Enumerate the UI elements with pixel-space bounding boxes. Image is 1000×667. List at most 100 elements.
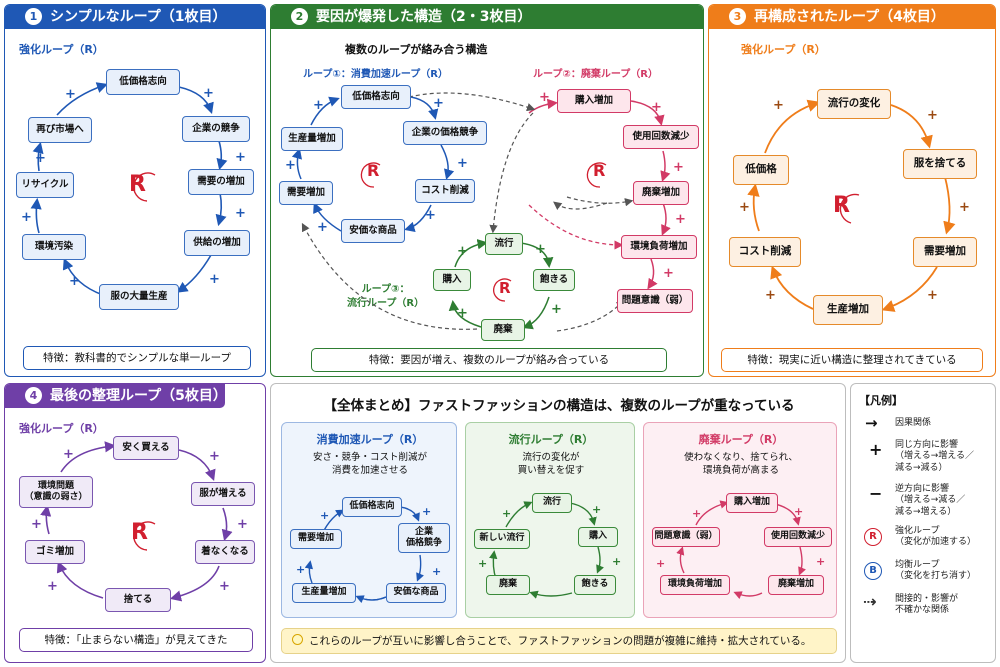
loop-node: 流行: [532, 493, 572, 513]
plus-sign: +: [478, 557, 488, 570]
loop-node: 購入: [578, 527, 618, 547]
loop-node: 問題意識（弱）: [652, 527, 720, 547]
panel-title: 再構成されたループ（4枚目）: [754, 9, 945, 25]
loop-node: 服の大量生産: [99, 284, 179, 310]
loop-node: 再び市場へ: [28, 117, 92, 143]
panel-subtitle: 複数のループが絡み合う構造: [345, 43, 488, 56]
plus-sign: +: [651, 100, 662, 115]
panel-note: 特徴：「止まらない構造」が見えてきた: [19, 628, 253, 652]
plus-sign: +: [692, 507, 702, 520]
loop1-node: 低価格志向: [341, 85, 411, 109]
loop-node: 需要増加: [290, 529, 342, 549]
loop-node: 低価格志向: [342, 497, 402, 517]
plus-sign: +: [320, 509, 330, 522]
summary-footer: これらのループが互いに影響し合うことで、ファストファッションの問題が複雑に維持・…: [281, 628, 837, 654]
card-title: 廃棄ループ（R）: [698, 433, 784, 446]
loop-node: 安く買える: [113, 436, 179, 460]
panel-number: 4: [25, 387, 42, 404]
loop-node: 使用回数減少: [764, 527, 832, 547]
loop-node: 流行の変化: [817, 89, 891, 119]
loop-node: コスト削減: [729, 237, 801, 267]
panel-note: 特徴：要因が増え、複数のループが絡み合っている: [311, 348, 667, 372]
loop-node: ゴミ増加: [25, 540, 85, 564]
plus-sign: +: [219, 579, 230, 594]
plus-sign: +: [235, 150, 246, 165]
loop-type-label: 強化ループ（R）: [19, 422, 104, 435]
plus-sign: +: [794, 505, 804, 518]
arrow-icon: →: [865, 414, 878, 432]
loop2-node: 購入増加: [557, 89, 631, 113]
plus-sign: +: [21, 210, 32, 225]
loop-arrows: [489, 501, 604, 599]
plus-sign: +: [765, 288, 776, 303]
loop-node: 環境問題 （意識の弱さ）: [19, 476, 93, 508]
plus-sign: +: [31, 517, 42, 532]
legend-text: 因果関係: [895, 418, 932, 428]
loop-node: 服を捨てる: [903, 149, 977, 179]
loop-node: 廃棄: [486, 575, 530, 595]
plus-icon: +: [869, 440, 883, 459]
plus-sign: +: [927, 288, 938, 303]
reinforcing-badge: R: [367, 161, 380, 180]
loop-node: 低価格志向: [106, 69, 180, 95]
plus-sign: +: [816, 555, 826, 568]
plus-sign: +: [656, 557, 666, 570]
loop1-node: 企業の価格競争: [403, 121, 487, 145]
plus-sign: +: [457, 244, 468, 259]
legend: 【凡例】 → 因果関係 + 同じ方向に影響 （増える→増える／ 減る→減る） −…: [850, 383, 996, 663]
loop-node: 環境汚染: [22, 234, 86, 260]
plus-sign: +: [235, 206, 246, 221]
plus-sign: +: [425, 208, 436, 223]
loop-arrows: [40, 441, 233, 602]
loop-node: 生産量増加: [292, 583, 356, 603]
loop-node: 環境負荷増加: [660, 575, 730, 595]
plus-sign: +: [739, 200, 750, 215]
plus-sign: +: [317, 220, 328, 235]
plus-sign: +: [457, 156, 468, 171]
legend-title: 【凡例】: [859, 394, 903, 407]
plus-sign: +: [673, 160, 684, 175]
card-description: 安さ・競争・コスト削減が 消費を加速させる: [312, 452, 427, 477]
loop3-node: 流行: [485, 233, 523, 255]
loop-node: 需要増加: [913, 237, 977, 267]
reinforcing-icon: R: [864, 528, 882, 546]
loop3-label: ループ③： 流行ループ（R）: [347, 284, 425, 309]
plus-sign: +: [296, 563, 306, 576]
loop-node: 需要の増加: [188, 169, 254, 195]
loop-node: 安価な商品: [386, 583, 446, 603]
plus-sign: +: [285, 158, 296, 173]
legend-text: 同じ方向に影響 （増える→増える／ 減る→減る）: [895, 440, 975, 473]
loop1-node: コスト削減: [415, 179, 475, 203]
plus-sign: +: [927, 108, 938, 123]
loop1-node: 需要増加: [279, 181, 333, 205]
loop-type-label: 強化ループ（R）: [19, 43, 104, 56]
loop3-node: 廃棄: [481, 319, 525, 341]
loop3-node: 購入: [433, 269, 471, 291]
loop2-node: 問題意識（弱）: [617, 289, 693, 313]
panel-title: シンプルなループ（1枚目）: [50, 9, 227, 25]
reinforcing-badge: R: [129, 172, 146, 197]
plus-sign: +: [47, 579, 58, 594]
loop1-node: 安価な商品: [341, 219, 405, 243]
loop2-node: 環境負荷増加: [621, 235, 697, 259]
loop-node: 企業 価格競争: [398, 523, 450, 553]
reinforcing-badge: R: [833, 193, 850, 218]
reinforcing-badge: R: [499, 279, 511, 297]
card-description: 流行の変化が 買い替えを促す: [517, 452, 585, 477]
plus-sign: +: [432, 565, 442, 578]
loop-node: 新しい流行: [474, 529, 530, 549]
loop3-node: 飽きる: [533, 269, 575, 291]
balancing-icon: B: [864, 562, 882, 580]
plus-sign: +: [612, 555, 622, 568]
loop-type-label: 強化ループ（R）: [741, 43, 826, 56]
plus-sign: +: [313, 98, 324, 113]
dashed-arrow-icon: ⇢: [863, 592, 877, 611]
loop2-node: 廃棄増加: [633, 181, 689, 205]
plus-sign: +: [209, 272, 220, 287]
plus-sign: +: [237, 517, 248, 532]
